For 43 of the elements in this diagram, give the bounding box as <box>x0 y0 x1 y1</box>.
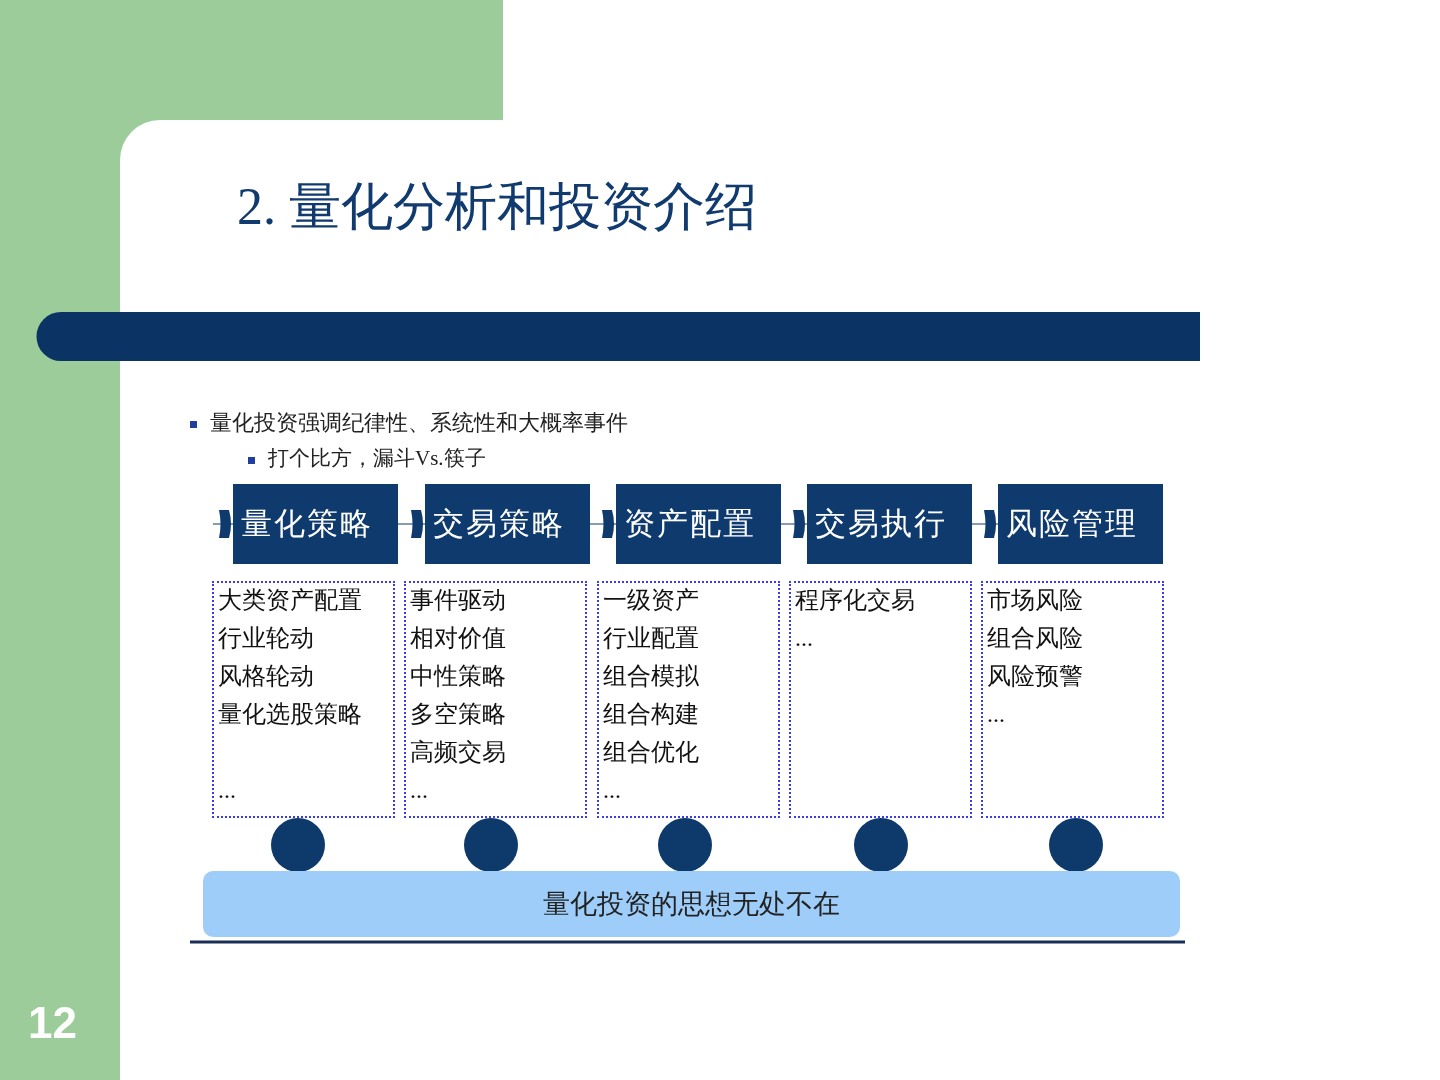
list-item: 事件驱动 <box>410 586 506 615</box>
list-item: 量化选股策略 <box>218 700 362 729</box>
wheel-circle <box>1049 818 1103 872</box>
stage-box: 量化策略 <box>233 484 398 564</box>
list-item: ... <box>410 776 428 805</box>
list-item: 高频交易 <box>410 738 506 767</box>
list-item: 一级资产 <box>603 586 699 615</box>
base-bar: 量化投资的思想无处不在 <box>203 871 1180 937</box>
wheel-circle <box>464 818 518 872</box>
list-box <box>404 581 587 818</box>
list-item: ... <box>987 700 1005 729</box>
stage-box: 风险管理 <box>998 484 1163 564</box>
list-item: 组合构建 <box>603 700 699 729</box>
list-item: ... <box>603 776 621 805</box>
list-item: 风格轮动 <box>218 662 314 691</box>
list-box <box>981 581 1164 818</box>
wheel-circle <box>854 818 908 872</box>
list-item: 组合模拟 <box>603 662 699 691</box>
page-number: 12 <box>28 998 77 1048</box>
wheel-circle <box>271 818 325 872</box>
list-item: 中性策略 <box>410 662 506 691</box>
list-box <box>212 581 395 818</box>
list-item: 大类资产配置 <box>218 586 362 615</box>
list-item: ... <box>218 776 236 805</box>
list-item: 组合优化 <box>603 738 699 767</box>
list-item: 风险预警 <box>987 662 1083 691</box>
list-box <box>789 581 972 818</box>
bullet-text: 量化投资强调纪律性、系统性和大概率事件 <box>210 409 628 437</box>
bullet-text: 打个比方，漏斗Vs.筷子 <box>268 445 486 472</box>
list-item: 行业配置 <box>603 624 699 653</box>
stage-box: 交易策略 <box>425 484 590 564</box>
stage-box: 资产配置 <box>616 484 781 564</box>
stage-box: 交易执行 <box>807 484 972 564</box>
list-item: 相对价值 <box>410 624 506 653</box>
list-item: 市场风险 <box>987 586 1083 615</box>
list-box <box>597 581 780 818</box>
wheel-circle <box>658 818 712 872</box>
list-item: 多空策略 <box>410 700 506 729</box>
slide-title: 2. 量化分析和投资介绍 <box>237 177 757 237</box>
list-item: ... <box>795 624 813 653</box>
list-item: 行业轮动 <box>218 624 314 653</box>
list-item: 组合风险 <box>987 624 1083 653</box>
list-item: 程序化交易 <box>795 586 915 615</box>
